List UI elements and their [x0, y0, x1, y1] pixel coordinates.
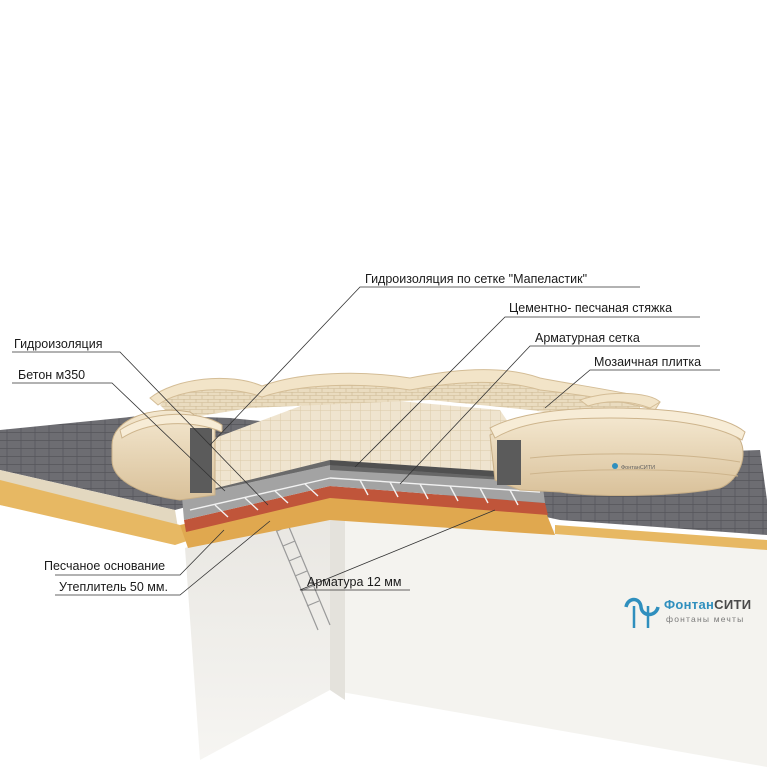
label-mosaic: Мозаичная плитка	[594, 355, 702, 369]
leader-mapelastic	[209, 286, 640, 446]
brand-tagline: фонтаны мечты	[666, 614, 745, 624]
ring-badge-text: ФонтанСИТИ	[621, 465, 655, 471]
label-rebar: Арматура 12 мм	[307, 575, 402, 589]
leader-concrete	[12, 382, 226, 492]
label-waterproofing: Гидроизоляция	[14, 337, 103, 351]
brand-logo-icon	[624, 597, 660, 628]
label-sand: Песчаное основание	[44, 559, 166, 573]
leader-insulation	[55, 520, 271, 596]
pool-floor-tiles	[200, 395, 540, 492]
label-insulation: Утеплитель 50 мм.	[59, 580, 168, 594]
label-mapelastic: Гидроизоляция по сетке "Мапеластик"	[365, 272, 588, 286]
ring-logo-badge	[612, 463, 618, 469]
label-mesh: Арматурная сетка	[535, 331, 640, 345]
layer-insulation	[184, 486, 548, 532]
brand-name: ФонтанСИТИ	[664, 597, 751, 612]
leader-screed	[354, 316, 700, 468]
leader-lines	[12, 286, 720, 596]
leader-sand	[55, 529, 225, 576]
label-screed: Цементно- песчаная стяжка	[509, 301, 673, 315]
layer-screed-waterproofing	[182, 460, 542, 497]
leader-mosaic	[544, 369, 720, 409]
right-ring	[489, 407, 746, 496]
inner-ring-top	[578, 393, 661, 409]
brand-name-part2: СИТИ	[714, 597, 752, 612]
left-column	[111, 409, 223, 501]
leader-mesh	[399, 345, 700, 485]
brand-name-part1: Фонтан	[664, 597, 715, 612]
excavation-walls	[185, 500, 767, 767]
leader-waterproofing	[12, 351, 269, 506]
leader-rebar	[299, 509, 496, 591]
layer-rebar	[189, 477, 541, 518]
sand-ground-edge	[0, 480, 190, 545]
label-concrete: Бетон м350	[18, 368, 86, 382]
